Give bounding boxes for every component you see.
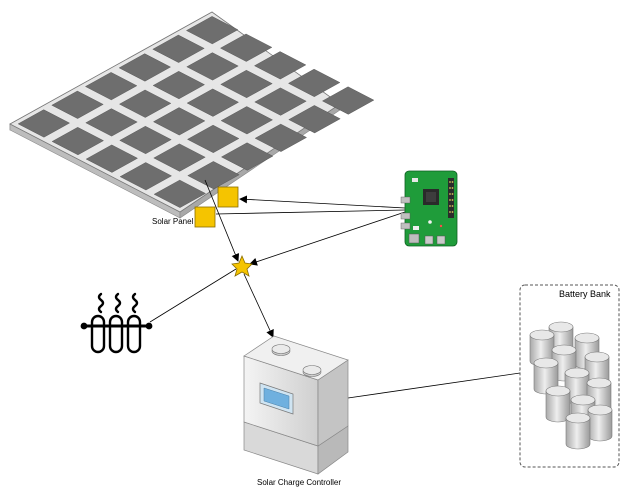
battery-cell-icon <box>565 412 591 450</box>
connector-panel-to-junction <box>204 179 240 262</box>
sensor-square-icon <box>217 186 239 208</box>
connector-board-to-junction <box>249 211 406 266</box>
sensor-square-icon <box>194 206 216 228</box>
charge-controller-label: Solar Charge Controller <box>257 478 342 487</box>
connector-controller-to-battery <box>347 369 528 399</box>
battery-cell-icon <box>533 357 559 395</box>
connectors <box>149 179 528 399</box>
raspberry-pi-board-icon <box>400 170 458 247</box>
connector-junction-to-heater <box>149 268 237 323</box>
heater-coil-icon <box>80 292 153 354</box>
junction-star-icon <box>231 254 253 277</box>
battery-bank-cells <box>529 321 613 450</box>
battery-cell-icon <box>587 404 613 442</box>
connector-board-to-sensor-bottom <box>215 209 406 215</box>
battery-bank-title: Battery Bank <box>559 289 611 299</box>
connector-board-to-sensor-top <box>239 195 406 209</box>
connector-junction-to-controller <box>243 273 274 338</box>
solar-panel-icon <box>9 11 375 219</box>
solar-panel-label: Solar Panel <box>152 217 194 226</box>
charge-controller-box-icon <box>243 335 349 475</box>
